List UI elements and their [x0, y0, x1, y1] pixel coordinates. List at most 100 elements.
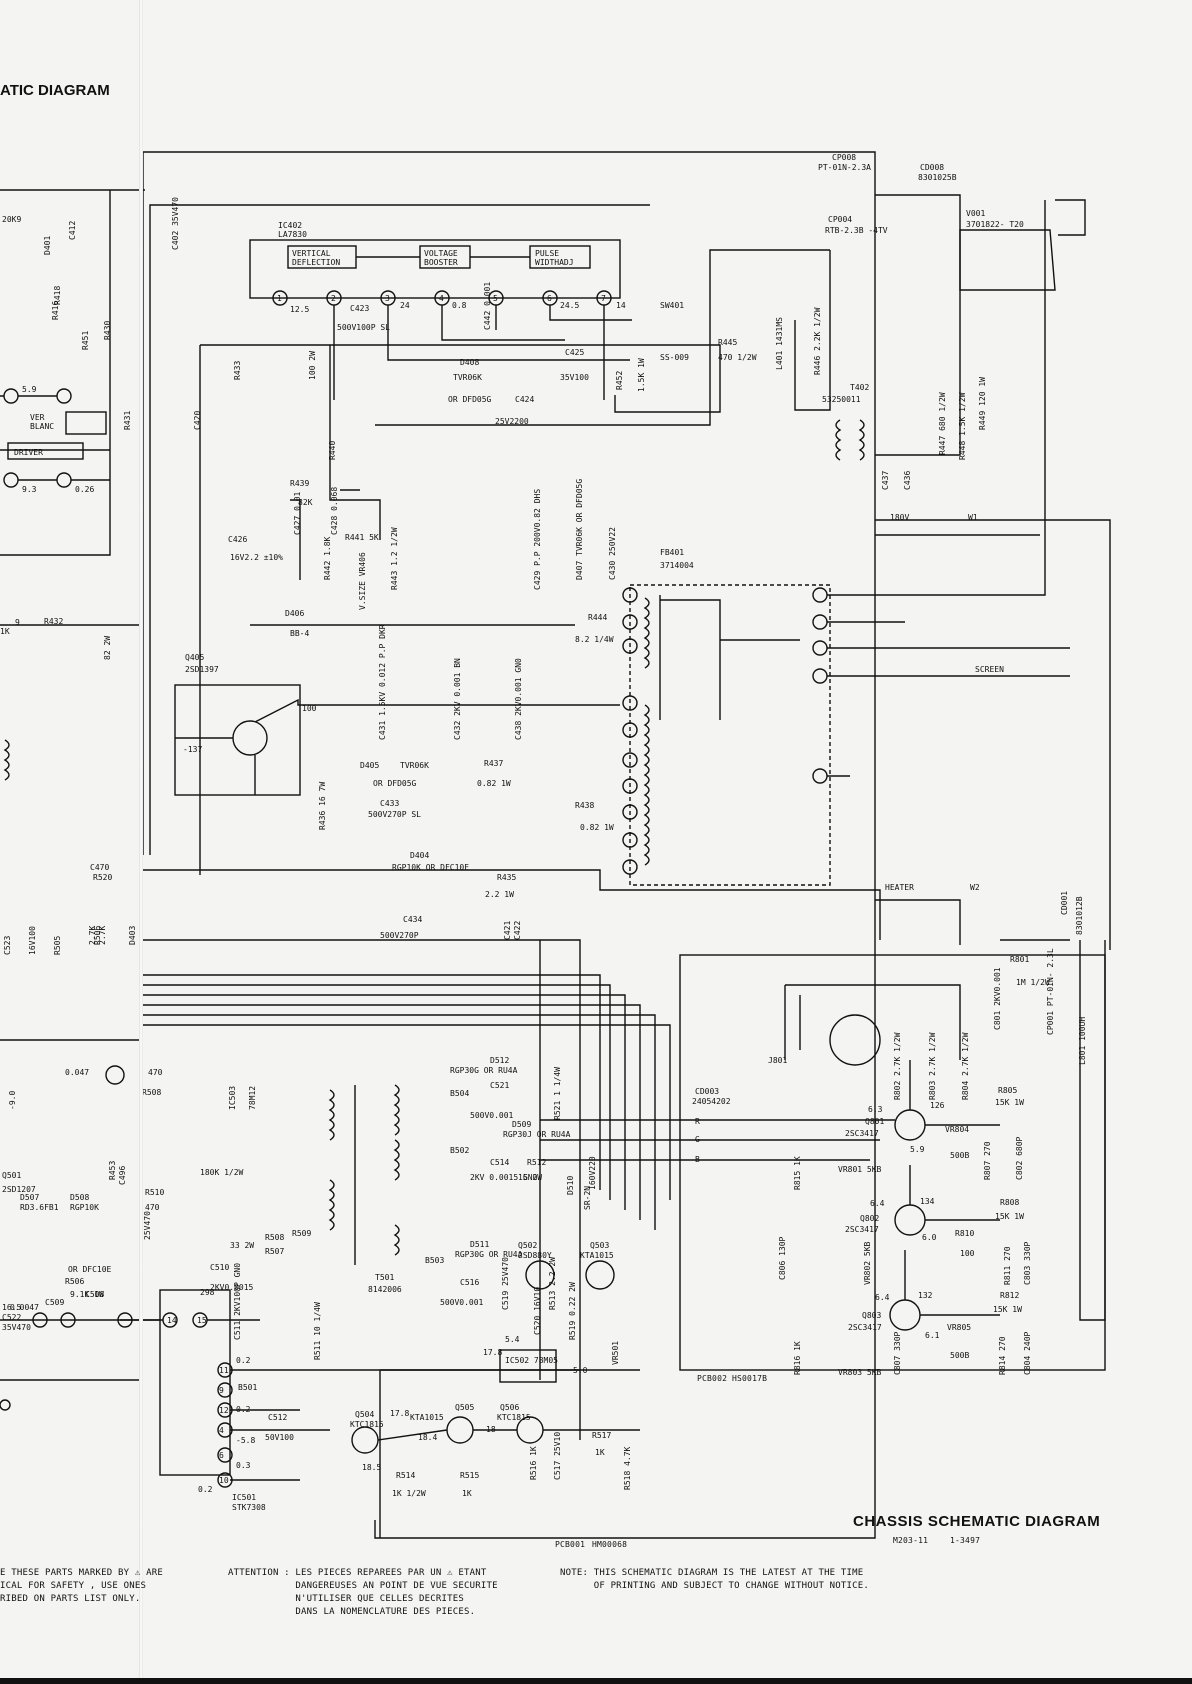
label-ic402-v1: 12.5	[290, 305, 309, 314]
label-left-55: R510	[145, 1188, 164, 1197]
label-r814: R814 270	[998, 1336, 1007, 1375]
label-b502: B502	[450, 1146, 469, 1155]
label-q506-part: KTC1815	[497, 1413, 531, 1422]
label-ic501-part: STK7308	[232, 1503, 266, 1512]
label-left-44: C422	[513, 921, 522, 940]
label-r812-val: 15K 1W	[993, 1305, 1022, 1314]
label-c433-val: 500V270P SL	[368, 810, 421, 819]
label-c520: C520 16V10	[533, 1287, 542, 1335]
label-c431: C431 1.5KV 0.012 P.P DKR	[378, 624, 387, 740]
label-r801: R801	[1010, 955, 1029, 964]
label-r435: R435	[497, 873, 516, 882]
label-d406: D406	[285, 609, 304, 618]
label-r437-val: 0.82 1W	[477, 779, 511, 788]
label-cp004: CP004	[828, 215, 852, 224]
label-left-62: C522	[2, 1313, 21, 1322]
label-left-8: 5.9	[22, 385, 37, 394]
attention-notice: ATTENTION : LES PIECES REPAREES PAR UN ⚠…	[228, 1568, 498, 1617]
label-d511: D511	[470, 1240, 489, 1249]
label-c514: C514	[490, 1158, 509, 1167]
label-screen: SCREEN	[975, 665, 1004, 674]
label-r438: R439	[290, 479, 309, 488]
label-v0-2b: 0.2	[236, 1405, 251, 1414]
label-left-3: R430	[103, 321, 112, 340]
label-left-20: OR DFC10E	[68, 1265, 112, 1274]
label-c432: C432 2KV 0.001 BN	[453, 658, 462, 740]
label-left-driver: DRIVER	[14, 448, 43, 457]
label-left-16: D507	[20, 1193, 39, 1202]
label-left-42: C420	[193, 411, 202, 430]
q802-transistor	[894, 1204, 926, 1236]
label-left-54: 2KV0.0015	[210, 1283, 254, 1292]
label-tvr06k: TVR06K	[453, 373, 482, 382]
label-ic501: IC501	[232, 1493, 256, 1502]
label-cd008-val: 8301025B	[918, 173, 957, 182]
label-left-45: R453	[108, 1161, 117, 1180]
label-w1: W1	[968, 513, 978, 522]
label-r521: R521 1 1/4W	[553, 1067, 562, 1120]
label-d405-or: OR DFD05G	[373, 779, 417, 788]
label-c423: C423	[350, 304, 369, 313]
label-v0-2c: 0.2	[198, 1485, 213, 1494]
label-v60: 6.0	[922, 1233, 937, 1242]
label-c429: C429 P.P 200V0.82 DHS	[533, 489, 542, 590]
label-v18-4: 18.4	[418, 1433, 437, 1442]
schematic-labels: IC402LA7830VERTICALDEFLECTIONVOLTAGEBOOS…	[0, 153, 1087, 1512]
label-left-26: 0.047	[65, 1068, 89, 1077]
label-q801: Q801	[865, 1117, 884, 1126]
label-w2: W2	[970, 883, 980, 892]
label-c521: C521	[490, 1081, 509, 1090]
label-ic402-v2: 24	[400, 301, 410, 310]
label-c807: C807 330P	[893, 1331, 902, 1375]
label-v17-8: 17.8	[483, 1348, 502, 1357]
label-ic402-pin-1: 1	[277, 294, 282, 303]
label-left-27: -9.0	[0, 1091, 2, 1110]
label-r801-val: 1M 1/2W	[1016, 978, 1050, 987]
label-v59: 5.9	[910, 1145, 925, 1154]
label-ic402-block-deflection: DEFLECTION	[292, 258, 340, 267]
label-c802: C802 680P	[1015, 1136, 1024, 1180]
label-left-57: R508	[142, 1088, 161, 1097]
label-l801: L801 100UH	[1078, 1017, 1087, 1065]
label-r805-val: 15K 1W	[995, 1098, 1024, 1107]
label-r808: R808	[1000, 1198, 1019, 1207]
label-c803: C803 330P	[1023, 1241, 1032, 1285]
label-t501: T501	[375, 1273, 394, 1282]
pcb002-label: PCB002	[697, 1374, 728, 1383]
label-left-30: C523	[3, 936, 12, 955]
label-v126: 126	[930, 1101, 945, 1110]
label-ic402-v4: 24.5	[560, 301, 579, 310]
pcb002-border	[679, 954, 1106, 1371]
q801-transistor	[894, 1109, 926, 1141]
label-left-9: 9.3	[22, 485, 37, 494]
label-vr804: VR804	[945, 1125, 969, 1134]
label-c402: C402 35V470	[171, 197, 180, 250]
label-left-13: 9	[15, 618, 20, 627]
label-c512: C512	[268, 1413, 287, 1422]
label-c517: C517 25V10	[553, 1432, 562, 1480]
label-ic501-pin-9: 9	[219, 1386, 224, 1395]
label-c436: C436	[903, 471, 912, 490]
label-d512-val: RGP30G OR RU4A	[450, 1066, 518, 1075]
label-r811: R811 270	[1003, 1246, 1012, 1285]
label-ic402-part: LA7830	[278, 230, 307, 239]
q803-transistor	[889, 1299, 921, 1331]
label-left-22: 9.1K 1W	[70, 1290, 104, 1299]
ic502-box	[499, 1349, 557, 1383]
label-d509-val: RGP30J OR RU4A	[503, 1130, 571, 1139]
label-v63: 6.3	[868, 1105, 883, 1114]
label-r805: R805	[998, 1086, 1017, 1095]
label-b501: B501	[238, 1383, 257, 1392]
label-v134: 134	[920, 1197, 935, 1206]
label-r804: R804 2.7K 1/2W	[961, 1032, 970, 1100]
label-left-31: 16V100	[28, 926, 37, 955]
label-d406-val: BB-4	[290, 629, 309, 638]
label-ic402-block-booster: BOOSTER	[424, 258, 458, 267]
label-v18: 18	[486, 1425, 496, 1434]
label-left-18: D508	[70, 1193, 89, 1202]
label-r437: R437	[484, 759, 503, 768]
label-d509: D509	[512, 1120, 531, 1129]
label-r448: R448 1.5K 1/2W	[958, 392, 967, 460]
label-q506: Q506	[500, 1403, 519, 1412]
label-c430: C430 250V22	[608, 527, 617, 580]
